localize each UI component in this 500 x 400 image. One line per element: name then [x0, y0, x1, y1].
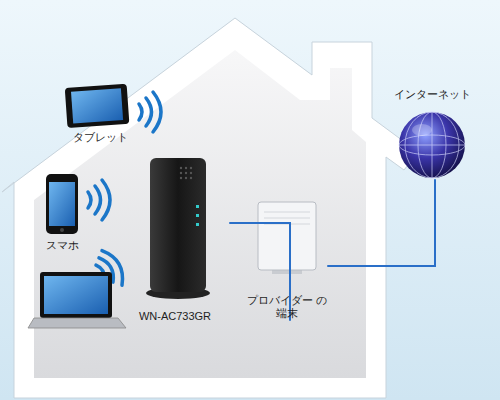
tablet-node: タブレット [60, 84, 140, 144]
router-node: WN-AC733GR [120, 155, 230, 323]
globe-icon [399, 112, 465, 178]
node-label: スマホ [34, 239, 90, 252]
node-label: WN-AC733GR [120, 310, 230, 323]
house-outline [2, 18, 418, 398]
node-label: プロバイダー の端末 [246, 294, 328, 320]
node-label: インターネット [382, 88, 482, 101]
smartphone-icon [46, 174, 78, 234]
internet-node: インターネット [382, 88, 482, 180]
connector [328, 180, 435, 266]
smartphone-node: スマホ [34, 172, 90, 252]
house-interior [34, 50, 366, 378]
node-label: タブレット [60, 131, 140, 144]
router-icon [146, 158, 210, 299]
modem-icon [258, 202, 316, 274]
laptop-icon [28, 272, 126, 328]
tablet-icon [65, 84, 130, 128]
modem-node: プロバイダー の端末 [246, 198, 328, 320]
